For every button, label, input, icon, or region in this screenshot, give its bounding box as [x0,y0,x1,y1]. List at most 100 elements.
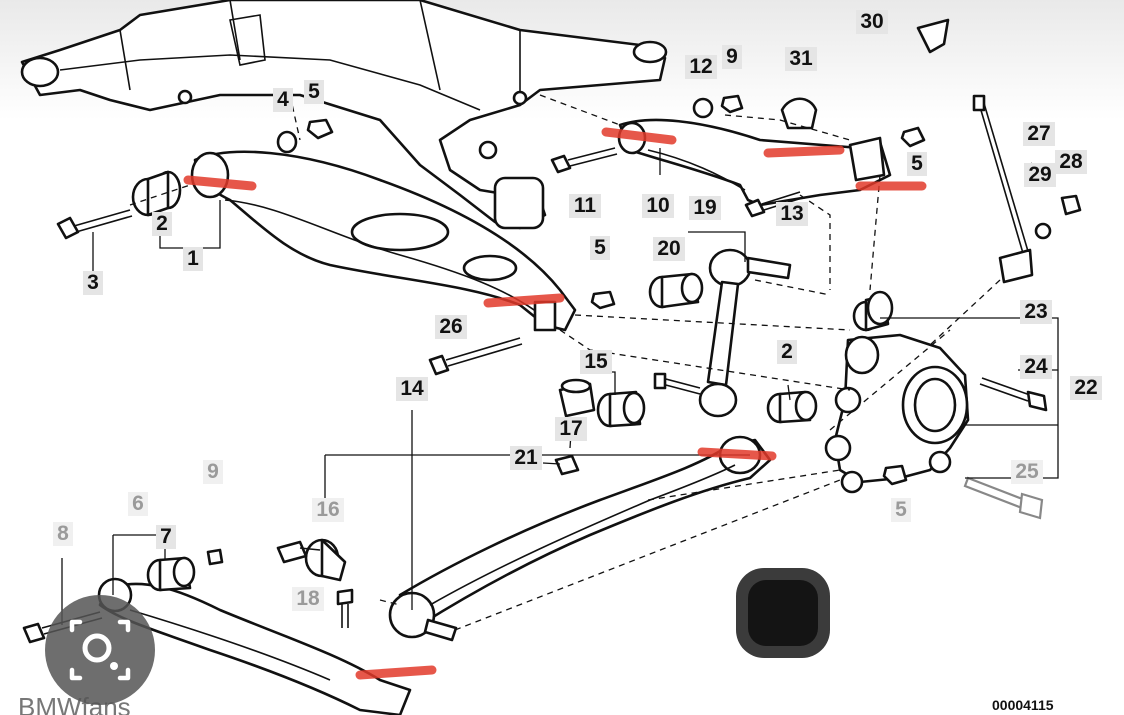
bolt-3 [56,209,133,240]
label-badge [891,498,911,522]
bolt-11 [550,147,618,174]
part-number-label: 21 [514,446,538,469]
clip-31 [780,97,818,130]
label-badge [83,271,103,295]
trailing-arm [388,435,772,642]
part-number-label: 26 [439,315,462,338]
highlight-mark [483,293,565,308]
part-number-label: 19 [693,196,716,219]
label-badge [273,88,293,112]
part-number-label: 5 [895,498,907,521]
bushing-left [131,170,182,217]
stabilizer-link-27 [972,94,1034,284]
label-badge [1024,163,1056,187]
part-number-label: 16 [316,498,339,521]
nut-5-a [306,118,334,140]
bushing-15 [596,390,646,428]
part-number-label: 10 [646,194,669,217]
part-number-label: 5 [594,236,606,259]
part-number-label: 25 [1015,460,1039,483]
label-badge [785,47,817,71]
nut-9-low [206,548,224,566]
bushing-20 [648,272,704,309]
part-number-label: 14 [400,377,424,400]
washer-4 [276,130,298,154]
bolt-26 [428,337,523,376]
label-badge [689,196,721,220]
part-number-label: 24 [1024,355,1048,378]
label-badge [53,522,73,546]
part-number-label: 2 [781,340,793,363]
nut-21 [554,454,580,476]
label-badge [722,45,742,69]
bolt-link [653,372,701,395]
highlight-mark [763,145,845,158]
nut-5-c [590,290,616,310]
label-badge [685,55,717,79]
bushing-23 [852,290,894,332]
nut-5-d [882,464,908,486]
label-badge [653,237,685,261]
label-badge [907,152,927,176]
part-number-label: 27 [1027,122,1050,145]
label-badge [590,236,610,260]
label-badges [53,10,1102,611]
nut-5-b [900,126,926,148]
label-badge [1055,150,1087,174]
label-badge [435,315,467,339]
part-number-label: 8 [57,522,69,545]
part-number-label: 18 [296,587,320,610]
part-number-label: 12 [689,55,712,78]
part-number-label: 7 [160,525,172,548]
stud-16 [276,538,347,582]
label-badge [292,587,324,611]
part-number-label: 1 [187,247,199,270]
label-badge [1020,300,1052,324]
lower-control-arm [190,150,577,332]
bushing-17 [558,378,596,418]
clip-30 [916,18,950,54]
label-badge [569,194,601,218]
washer-29 [1034,222,1052,240]
part-number-label: 29 [1028,163,1051,186]
label-badge [203,460,223,484]
link-19 [698,248,792,418]
nut-28 [1060,194,1082,216]
highlight-mark [355,665,437,680]
part-number-label: 11 [574,194,597,217]
part-number-label: 20 [657,237,680,260]
bolt-18 [336,588,354,628]
part-number-label: 31 [789,47,813,70]
part-number-label: 9 [207,460,219,483]
part-number-label: 6 [132,492,144,515]
part-number-label: 5 [308,80,320,103]
label-badge [304,80,324,104]
bolt-25 [963,476,1044,520]
bushing-7 [146,556,196,592]
label-badge [1070,376,1102,400]
bolt-24 [979,377,1048,412]
label-badge [856,10,888,34]
wheel-carrier [824,333,970,494]
highlight-mark [601,127,677,145]
part-number-label: 17 [559,417,582,440]
label-badge [152,212,172,236]
label-badge [642,194,674,218]
part-number-label: 9 [726,45,738,68]
lens-search-icon[interactable] [45,595,155,705]
part-number-label: 3 [87,271,99,294]
label-badge [510,446,542,470]
part-number-label: 2 [156,212,168,235]
bushing-2-right [766,390,818,424]
label-badge [580,350,612,374]
part-number-label: 22 [1074,376,1097,399]
label-badge [183,247,203,271]
label-badge [156,525,176,549]
label-badge [1023,122,1055,146]
label-badge [312,498,344,522]
rear-subframe [20,0,668,230]
label-badge [396,377,428,401]
washer-12 [692,97,714,119]
